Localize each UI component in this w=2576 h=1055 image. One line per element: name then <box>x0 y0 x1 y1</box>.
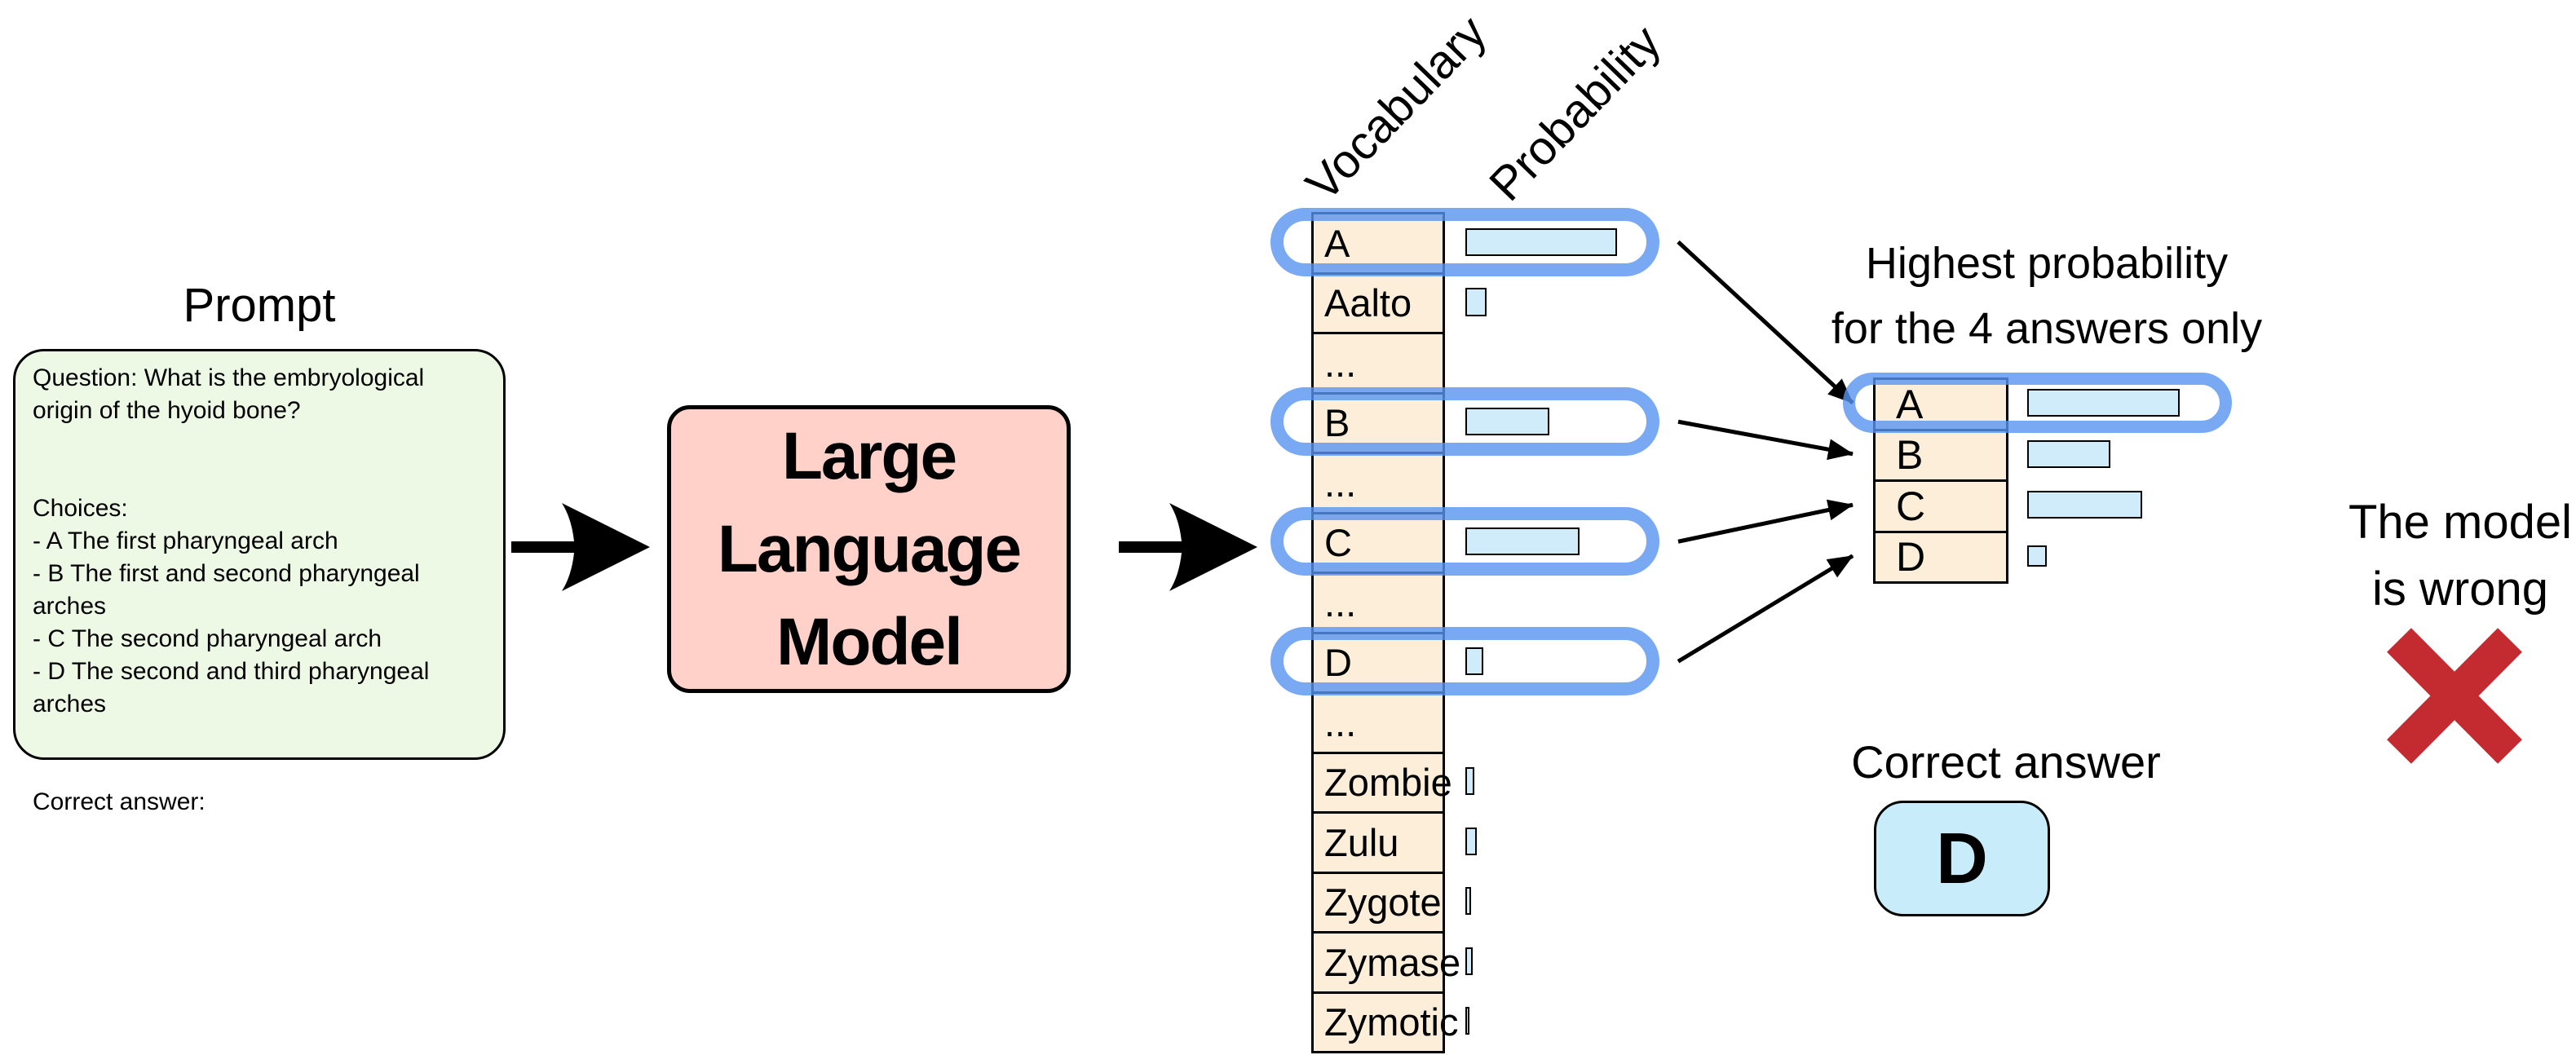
correct-answer-value: D <box>1936 818 1988 898</box>
correct-answer-label: Correct answer <box>1851 736 2161 788</box>
vocab-token-label: ... <box>1324 700 1357 744</box>
probability-bar <box>1465 887 1471 916</box>
vocab-token-label: Zombie <box>1324 761 1452 805</box>
vocab-row: Zygote <box>1311 871 1445 934</box>
probability-bar <box>1465 827 1477 855</box>
probability-bar <box>1465 767 1474 796</box>
token-arrow <box>1677 499 1854 544</box>
vocab-row: Zymotic <box>1311 991 1459 1053</box>
prompt-title: Prompt <box>183 279 336 332</box>
prompt-box <box>13 349 506 760</box>
highlight-ring <box>1270 507 1659 576</box>
probability-bar <box>2027 389 2180 417</box>
vocab-row: Aalto <box>1311 271 1445 334</box>
answer-row: D <box>1873 530 2008 584</box>
vocab-token-label: ... <box>1324 580 1357 625</box>
vocab-row: Zymase <box>1311 931 1460 994</box>
vocab-token-label: Zulu <box>1324 820 1399 864</box>
probability-bar <box>2027 545 2047 567</box>
vocab-row: Zombie <box>1311 751 1452 814</box>
vocab-token-label: B <box>1324 401 1350 445</box>
highlight-ring <box>1270 387 1659 457</box>
probability-bar <box>2027 439 2110 468</box>
highlight-ring <box>1270 207 1659 276</box>
probability-bar <box>1465 287 1487 316</box>
probability-bar <box>1465 227 1617 256</box>
probability-bar <box>1465 1007 1469 1035</box>
highlight-ring <box>1843 373 2232 434</box>
vocab-row: ... <box>1311 332 1445 395</box>
answer-row: C <box>1873 479 2008 533</box>
flow-arrow-llm-to-vocab <box>1119 503 1257 591</box>
answer-token-label: B <box>1896 432 1924 479</box>
vocab-token-label: Zymotic <box>1324 1000 1459 1044</box>
answer-token-label: C <box>1896 483 1926 529</box>
flow-arrow-prompt-to-llm <box>511 503 650 591</box>
vocab-token-label: Aalto <box>1324 281 1412 325</box>
answer-token-label: A <box>1896 381 1924 427</box>
vocab-token-label: D <box>1324 641 1352 685</box>
vocab-token-label: Zygote <box>1324 881 1442 925</box>
highlight-ring <box>1270 627 1659 696</box>
verdict-text: The model is wrong <box>2348 496 2573 616</box>
selection-title: Highest probability for the 4 answers on… <box>1831 239 2263 353</box>
llm-label: Large Language Model <box>717 418 1022 679</box>
red-cross-icon <box>2387 628 2522 764</box>
probability-bar <box>1465 528 1580 556</box>
llm-box: Large Language Model <box>667 405 1071 693</box>
probability-bar <box>2027 491 2142 519</box>
vocab-row: ... <box>1311 452 1445 514</box>
token-arrow <box>1677 419 1854 461</box>
vocab-token-label: A <box>1324 221 1350 265</box>
probability-bar <box>1465 647 1483 676</box>
vocab-row: ... <box>1311 691 1445 754</box>
probability-bar <box>1465 947 1473 975</box>
probability-column-header: Probability <box>1479 15 1671 211</box>
vocab-token-label: ... <box>1324 341 1357 385</box>
vocab-row: ... <box>1311 572 1445 634</box>
vocabulary-column-header: Vocabulary <box>1296 6 1497 211</box>
correct-answer-box: D <box>1874 801 2050 916</box>
vocab-token-label: Zymase <box>1324 940 1461 984</box>
answer-token-label: D <box>1896 534 1926 580</box>
vocab-token-label: C <box>1324 521 1352 565</box>
vocab-row: Zulu <box>1311 811 1445 874</box>
token-arrow <box>1677 554 1854 664</box>
prompt-text: Question: What is the embryological orig… <box>33 364 430 815</box>
answer-row: B <box>1873 428 2008 482</box>
probability-bar <box>1465 408 1549 436</box>
vocab-token-label: ... <box>1324 461 1357 505</box>
